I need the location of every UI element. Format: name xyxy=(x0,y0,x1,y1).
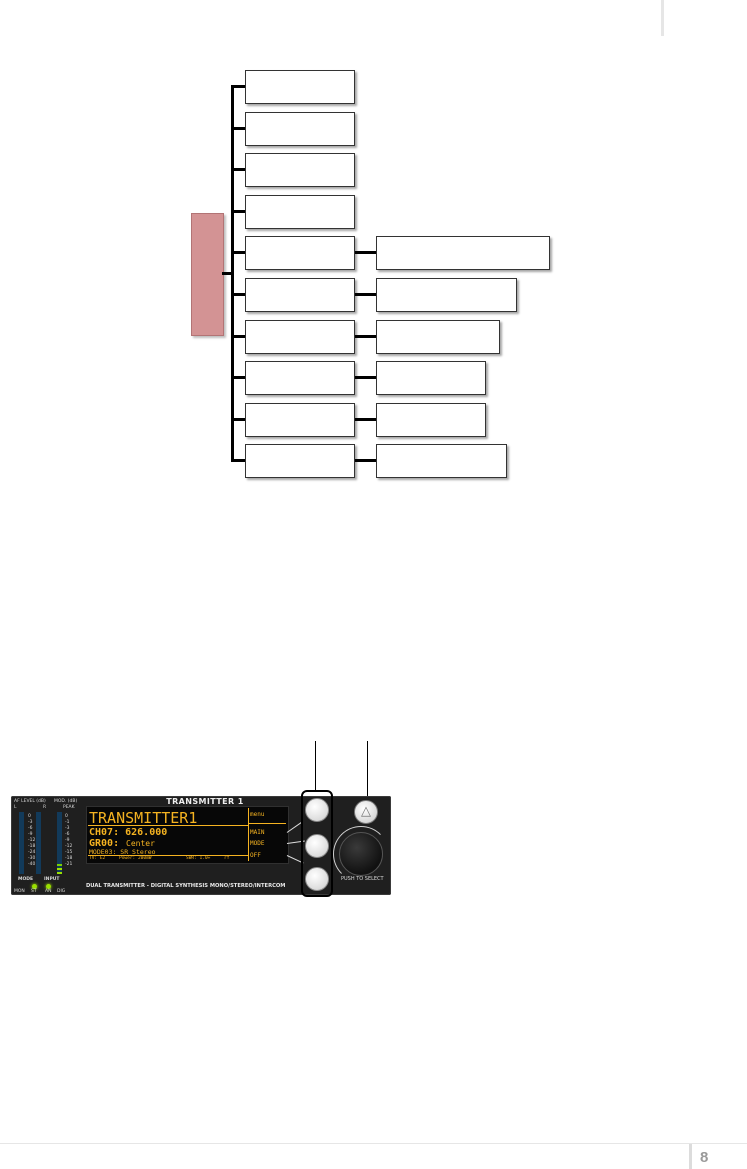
lcd-softkey-menu: menu xyxy=(250,811,265,818)
footer-bar xyxy=(689,1144,692,1169)
mode-option-mon: MON xyxy=(14,889,25,894)
submenu-box xyxy=(376,444,507,478)
mod-label: MOD. (dB) xyxy=(54,799,78,804)
menu-item-box xyxy=(245,278,355,312)
callout-line-softkeys xyxy=(315,741,316,792)
input-label: INPUT xyxy=(44,877,60,882)
lcd-mode-line: MODE03: SR Stereo xyxy=(89,848,156,856)
submenu-box xyxy=(376,320,500,354)
lcd-transmitter-name: TRANSMITTER1 xyxy=(89,809,198,827)
header-divider xyxy=(661,0,664,36)
submenu-connector xyxy=(355,376,376,379)
page-number: 8 xyxy=(700,1149,709,1166)
panel-bottom-caption: DUAL TRANSMITTER - DIGITAL SYNTHESIS MON… xyxy=(86,883,286,889)
branch-line xyxy=(231,418,245,421)
lcd-status-swr: SWR: 1.0+ xyxy=(186,856,211,861)
footer-divider xyxy=(0,1143,747,1144)
meter-left-label: L xyxy=(14,805,17,810)
menu-item-box xyxy=(245,112,355,146)
submenu-connector xyxy=(355,335,376,338)
lcd-status-rf: rf xyxy=(224,856,230,861)
branch-line xyxy=(231,251,245,254)
lcd-softkey-mode: MODE xyxy=(250,840,265,847)
submenu-box xyxy=(376,403,486,437)
input-an-led xyxy=(46,884,51,889)
root-connector xyxy=(222,272,234,275)
lcd-screen xyxy=(86,806,289,864)
af-meter-left xyxy=(19,812,24,874)
lcd-group-name: Center xyxy=(126,839,155,848)
warning-triangle-icon: △ xyxy=(361,804,371,819)
branch-line xyxy=(231,376,245,379)
branch-line xyxy=(231,127,245,130)
submenu-connector xyxy=(355,418,376,421)
branch-line xyxy=(231,168,245,171)
menu-root-box xyxy=(191,213,224,336)
submenu-connector xyxy=(355,251,376,254)
menu-item-box xyxy=(245,195,355,229)
alert-button[interactable]: △ xyxy=(354,800,378,824)
mode-option-st: ST xyxy=(31,889,37,894)
mod-scale: 0-1 -3-6 -9-12 -15-18 -21 xyxy=(65,814,73,867)
branch-line xyxy=(231,210,245,213)
af-meter-right xyxy=(36,812,41,874)
submenu-connector xyxy=(355,293,376,296)
push-to-select-knob[interactable] xyxy=(339,832,383,876)
softkey-main-button[interactable] xyxy=(305,798,329,822)
lcd-softkey-main: MAIN xyxy=(250,829,265,836)
branch-line xyxy=(231,85,245,88)
lcd-group-id: GR00: xyxy=(89,838,120,849)
branch-line xyxy=(231,335,245,338)
softkey-mode-button[interactable] xyxy=(305,834,329,858)
peak-label: PEAK xyxy=(63,805,75,810)
callout-line-knob xyxy=(367,741,368,833)
softkeys-highlight-frame xyxy=(301,790,333,897)
lcd-softkey-divider xyxy=(248,808,249,861)
menu-item-box xyxy=(245,444,355,478)
af-level-label: AF LEVEL (dB) xyxy=(14,799,46,804)
submenu-box xyxy=(376,278,517,312)
lcd-underline xyxy=(88,825,248,826)
menu-item-box xyxy=(245,153,355,187)
menu-item-box xyxy=(245,361,355,395)
lcd-status-tv: TV: E2 xyxy=(89,856,106,861)
branch-line xyxy=(231,459,245,462)
af-scale: 0-3 -6-9 -12-18 -24-30 -40 xyxy=(28,814,36,867)
menu-item-box xyxy=(245,320,355,354)
branch-line xyxy=(231,293,245,296)
menu-item-box xyxy=(245,70,355,104)
rotate-arc-icon xyxy=(333,826,389,882)
lcd-divider xyxy=(88,855,248,856)
mode-label: MODE xyxy=(18,877,34,882)
tree-spine xyxy=(231,85,234,462)
panel-title: TRANSMITTER 1 xyxy=(166,797,244,806)
menu-item-box xyxy=(245,236,355,270)
submenu-box xyxy=(376,236,550,270)
softkey-off-button[interactable] xyxy=(305,867,329,891)
mod-meter xyxy=(57,812,62,874)
submenu-connector xyxy=(355,459,376,462)
menu-item-box xyxy=(245,403,355,437)
lcd-status-power: Power: 200mW xyxy=(119,856,152,861)
input-option-an: AN xyxy=(45,889,52,894)
lcd-channel: CH07: 626.000 xyxy=(89,827,168,838)
knob-caption: PUSH TO SELECT xyxy=(341,876,384,882)
mode-st-led xyxy=(32,884,37,889)
input-option-dig: DIG xyxy=(57,889,66,894)
submenu-box xyxy=(376,361,486,395)
lcd-softkey-underline xyxy=(249,823,286,824)
lcd-softkey-off: OFF xyxy=(250,852,261,859)
meter-right-label: R xyxy=(43,805,47,810)
